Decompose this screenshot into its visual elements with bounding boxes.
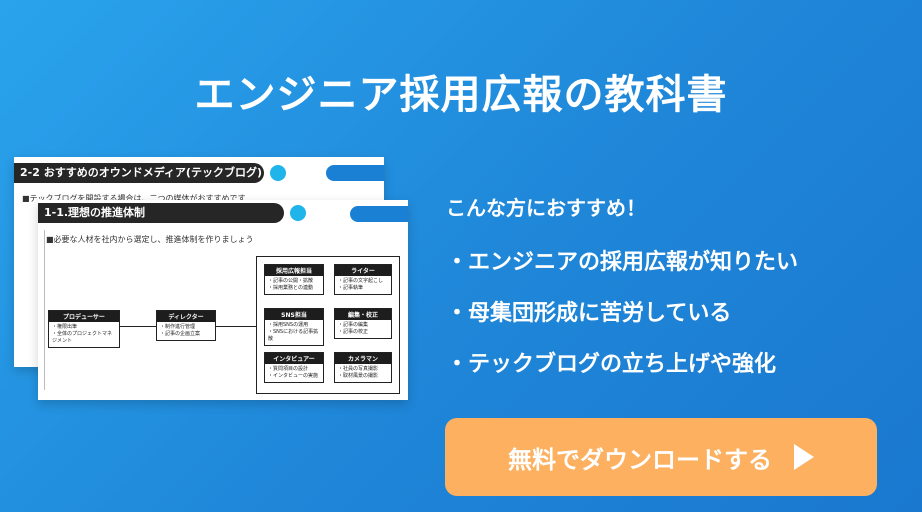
- slide-text: ■テックブログを開設する場合は、二つの媒体がおすすめです: [22, 194, 246, 203]
- role-line: ・採用業務との連動: [268, 285, 313, 291]
- role-line: ・採用SNSの運用: [268, 322, 309, 328]
- role-title: インタビュアー: [265, 353, 323, 364]
- preview-slide-front: 1-1.理想の推進体制 ■必要な人材を社内から選定し、推進体制を作りましょう プ…: [38, 200, 408, 400]
- role-line: ・制作進行管理: [160, 324, 196, 330]
- list-item: エンジニアの採用広報が知りたい: [446, 244, 798, 276]
- role-line: ・取材風景の撮影: [338, 373, 379, 379]
- role-card-recruiting-pr: 採用広報担当 ・記事の公開・拡散 ・採用業務との連動: [264, 264, 324, 295]
- role-line: ・記事の公開・拡散: [268, 278, 314, 284]
- list-item: 母集団形成に苦労している: [446, 295, 798, 327]
- role-card-cameraman: カメラマン ・社員の写真撮影 ・取材風景の撮影: [334, 352, 392, 383]
- role-line: ・社員の写真撮影: [338, 366, 379, 372]
- slide-heading: 2-2 おすすめのオウンドメディア(テックブログ): [14, 163, 264, 183]
- play-triangle-icon: [794, 444, 814, 470]
- role-card-editor: 編集・校正 ・記事の編集 ・記事の校正: [334, 308, 392, 339]
- download-button-label: 無料でダウンロードする: [508, 445, 772, 474]
- slide-pill: [350, 206, 408, 222]
- slide-dot: [290, 205, 306, 221]
- role-line: ・全体のプロジェクトマネジメント: [52, 331, 113, 344]
- role-title: 編集・校正: [335, 309, 391, 320]
- recommend-list: エンジニアの採用広報が知りたい 母集団形成に苦労している テックブログの立ち上げ…: [446, 244, 798, 397]
- role-line: ・記事執筆: [338, 285, 364, 291]
- role-title: ライター: [335, 265, 391, 276]
- slide-heading: 1-1.理想の推進体制: [38, 203, 284, 223]
- role-title: カメラマン: [335, 353, 391, 364]
- slide-rule: [44, 230, 45, 390]
- role-title: 採用広報担当: [265, 265, 323, 276]
- role-card-sns: SNS担当 ・採用SNSの運用 ・SNSにおける記事拡散: [264, 308, 324, 346]
- role-card-director: ディレクター ・制作進行管理 ・記事の企画立案: [156, 310, 216, 341]
- role-line: ・記事の編集: [338, 322, 369, 328]
- role-card-producer: プロデューサー ・権限出筆 ・全体のプロジェクトマネジメント: [48, 310, 120, 348]
- role-title: プロデューサー: [49, 311, 119, 322]
- download-button[interactable]: 無料でダウンロードする: [445, 418, 877, 496]
- team-group-box: [256, 256, 400, 394]
- role-line: ・記事の企画立案: [160, 331, 201, 337]
- recommend-heading: こんな方におすすめ！: [446, 196, 646, 220]
- role-title: SNS担当: [265, 309, 323, 320]
- role-title: ディレクター: [157, 311, 215, 322]
- role-line: ・記事の校正: [338, 329, 369, 335]
- slide-dot: [270, 165, 286, 181]
- page-title: エンジニア採用広報の教科書: [194, 72, 728, 118]
- slide-text: ■必要な人材を社内から選定し、推進体制を作りましょう: [46, 235, 254, 244]
- list-item: テックブログの立ち上げや強化: [446, 346, 798, 378]
- role-card-writer: ライター ・記事の文字起こし ・記事執筆: [334, 264, 392, 295]
- role-line: ・インタビューの実施: [268, 373, 319, 379]
- role-card-interviewer: インタビュアー ・質問項目の設計 ・インタビューの実施: [264, 352, 324, 383]
- slide-pill: [326, 165, 384, 181]
- role-line: ・記事の文字起こし: [338, 278, 384, 284]
- role-line: ・質問項目の設計: [268, 366, 309, 372]
- role-line: ・権限出筆: [52, 324, 78, 330]
- role-line: ・SNSにおける記事拡散: [268, 329, 319, 342]
